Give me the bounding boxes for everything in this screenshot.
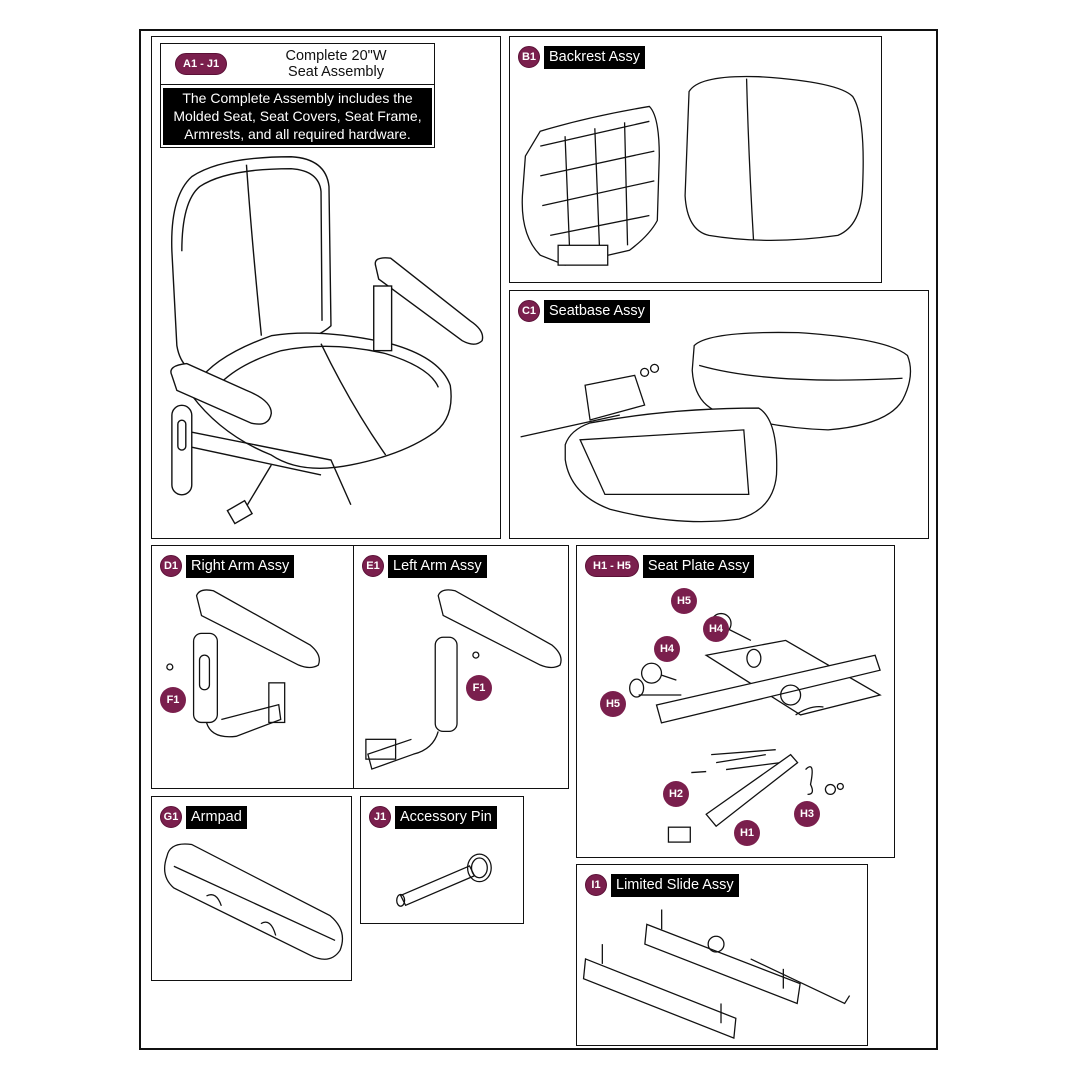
seat-plate-label: Seat Plate Assy <box>642 554 755 578</box>
accessory-pin-drawing <box>396 853 492 907</box>
backrest-drawing <box>521 75 864 266</box>
badge-c1: C1 <box>518 300 540 322</box>
complete-assembly-description: The Complete Assembly includes the Molde… <box>163 88 432 145</box>
backrest-label: Backrest Assy <box>544 45 646 69</box>
armpad-header: G1 Armpad <box>160 805 247 829</box>
callout-h1: H1 <box>734 820 760 846</box>
callout-h5: H5 <box>600 691 626 717</box>
badge-d1: D1 <box>160 555 182 577</box>
parts-sheet: A1 - J1 Complete 20"W Seat Assembly The … <box>139 29 938 1050</box>
panel-seatbase-assy: C1 Seatbase Assy <box>509 290 929 539</box>
panel-armpad: G1 Armpad <box>151 796 352 981</box>
callout-h5: H5 <box>671 588 697 614</box>
armpad-label: Armpad <box>186 805 247 829</box>
callout-h3: H3 <box>794 801 820 827</box>
badge-a1-j1: A1 - J1 <box>175 53 228 75</box>
callout-h4: H4 <box>654 636 680 662</box>
badge-b1: B1 <box>518 46 540 68</box>
badge-g1: G1 <box>160 806 182 828</box>
seat-plate-header: H1 - H5 Seat Plate Assy <box>585 554 755 578</box>
accessory-pin-header: J1 Accessory Pin <box>369 805 497 829</box>
seatbase-drawing <box>520 331 912 523</box>
panel-left-arm-assy: E1 Left Arm Assy F1 <box>353 545 569 789</box>
armpad-drawing <box>164 843 344 960</box>
limited-slide-drawing <box>582 909 851 1039</box>
right-arm-label: Right Arm Assy <box>186 554 295 578</box>
seatbase-label: Seatbase Assy <box>544 299 650 323</box>
seatbase-header: C1 Seatbase Assy <box>518 299 650 323</box>
badge-e1: E1 <box>362 555 384 577</box>
seat-plate-drawing <box>629 612 882 843</box>
left-arm-label: Left Arm Assy <box>388 554 487 578</box>
right-arm-drawing <box>166 589 320 738</box>
panel-right-arm-assy: D1 Right Arm Assy F1 <box>151 545 354 789</box>
right-arm-header: D1 Right Arm Assy <box>160 554 295 578</box>
left-arm-header: E1 Left Arm Assy <box>362 554 487 578</box>
panel-limited-slide-assy: I1 Limited Slide Assy <box>576 864 868 1046</box>
complete-seat-drawing <box>170 156 484 525</box>
callout-h2: H2 <box>663 781 689 807</box>
backrest-header: B1 Backrest Assy <box>518 45 646 69</box>
badge-i1: I1 <box>585 874 607 896</box>
callout-f1: F1 <box>160 687 186 713</box>
panel-seat-plate-assy: H1 - H5 Seat Plate Assy H5 H4 H4 H5 H2 H… <box>576 545 895 858</box>
panel-backrest-assy: B1 Backrest Assy <box>509 36 882 283</box>
callout-f1: F1 <box>466 675 492 701</box>
limited-slide-header: I1 Limited Slide Assy <box>585 873 739 897</box>
complete-assembly-header: A1 - J1 Complete 20"W Seat Assembly The … <box>160 43 435 148</box>
panel-accessory-pin: J1 Accessory Pin <box>360 796 524 924</box>
panel-complete-seat-assembly: A1 - J1 Complete 20"W Seat Assembly The … <box>151 36 501 539</box>
left-arm-drawing <box>365 589 562 770</box>
callout-h4: H4 <box>703 616 729 642</box>
badge-j1: J1 <box>369 806 391 828</box>
complete-assembly-title: Complete 20"W Seat Assembly <box>285 48 387 80</box>
limited-slide-label: Limited Slide Assy <box>611 873 739 897</box>
accessory-pin-label: Accessory Pin <box>395 805 497 829</box>
badge-h1-h5: H1 - H5 <box>585 555 639 577</box>
